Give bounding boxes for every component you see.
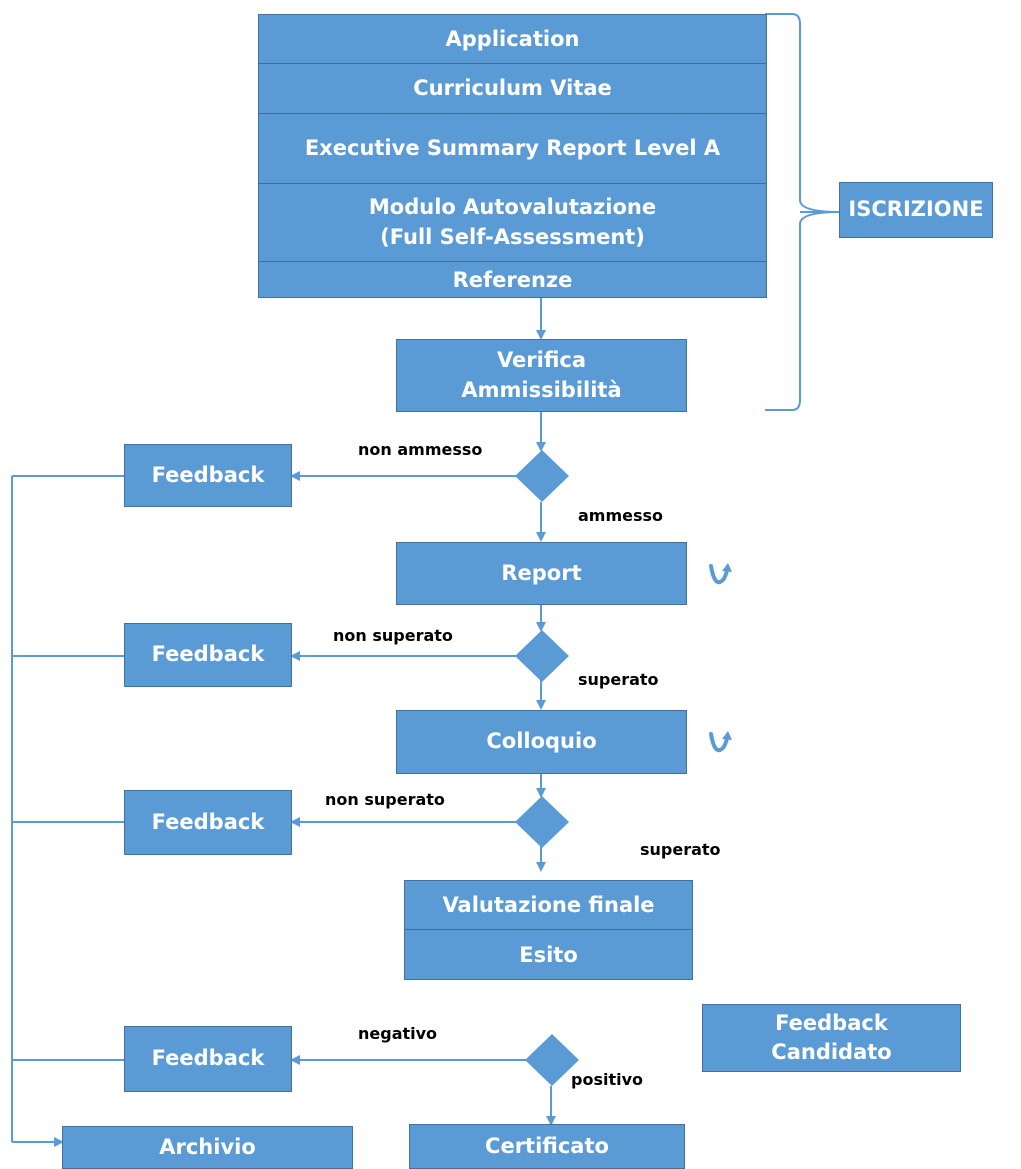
decision-diamond-ammissione xyxy=(515,450,569,502)
feedback-box-ammissione: Feedback xyxy=(124,444,292,507)
feedback-candidato-box: Feedback Candidato xyxy=(702,1004,961,1072)
executive-summary-row: Executive Summary Report Level A xyxy=(259,113,766,184)
modulo-autovalutazione-row: Modulo Autovalutazione (Full Self-Assess… xyxy=(259,183,766,262)
feedback-box-esito: Feedback xyxy=(124,1026,292,1092)
iscrizione-label-box: ISCRIZIONE xyxy=(839,182,993,238)
decision-diamond-colloquio xyxy=(515,796,569,848)
application-row: Application xyxy=(259,15,766,64)
esito-row: Esito xyxy=(519,942,578,967)
valutazione-esito-stack: Valutazione finale Esito xyxy=(404,880,693,980)
archivio-box: Archivio xyxy=(62,1126,353,1169)
decision-diamond-report xyxy=(515,630,569,682)
feedback-box-colloquio: Feedback xyxy=(124,790,292,855)
label-ammesso: ammesso xyxy=(578,506,664,525)
feedback-box-report: Feedback xyxy=(124,623,292,687)
label-negativo: negativo xyxy=(358,1024,438,1043)
label-superato-colloquio: superato xyxy=(640,840,721,859)
label-non-ammesso: non ammesso xyxy=(358,440,483,459)
repeat-icon-colloquio xyxy=(709,731,732,753)
report-box: Report xyxy=(396,542,687,605)
verifica-ammissibilita-box: Verifica Ammissibilità xyxy=(396,339,687,412)
valutazione-finale-row: Valutazione finale xyxy=(405,881,692,930)
referenze-row: Referenze xyxy=(452,267,573,292)
colloquio-box: Colloquio xyxy=(396,710,687,774)
label-positivo: positivo xyxy=(571,1070,644,1089)
repeat-icon-report xyxy=(709,563,732,585)
certificato-box: Certificato xyxy=(409,1124,685,1169)
curriculum-vitae-row: Curriculum Vitae xyxy=(259,63,766,114)
decision-diamond-esito xyxy=(525,1034,579,1086)
label-non-superato-colloquio: non superato xyxy=(325,790,445,809)
label-non-superato-report: non superato xyxy=(333,626,453,645)
label-superato-report: superato xyxy=(578,670,659,689)
iscrizione-documents-stack: Application Curriculum Vitae Executive S… xyxy=(258,14,767,298)
